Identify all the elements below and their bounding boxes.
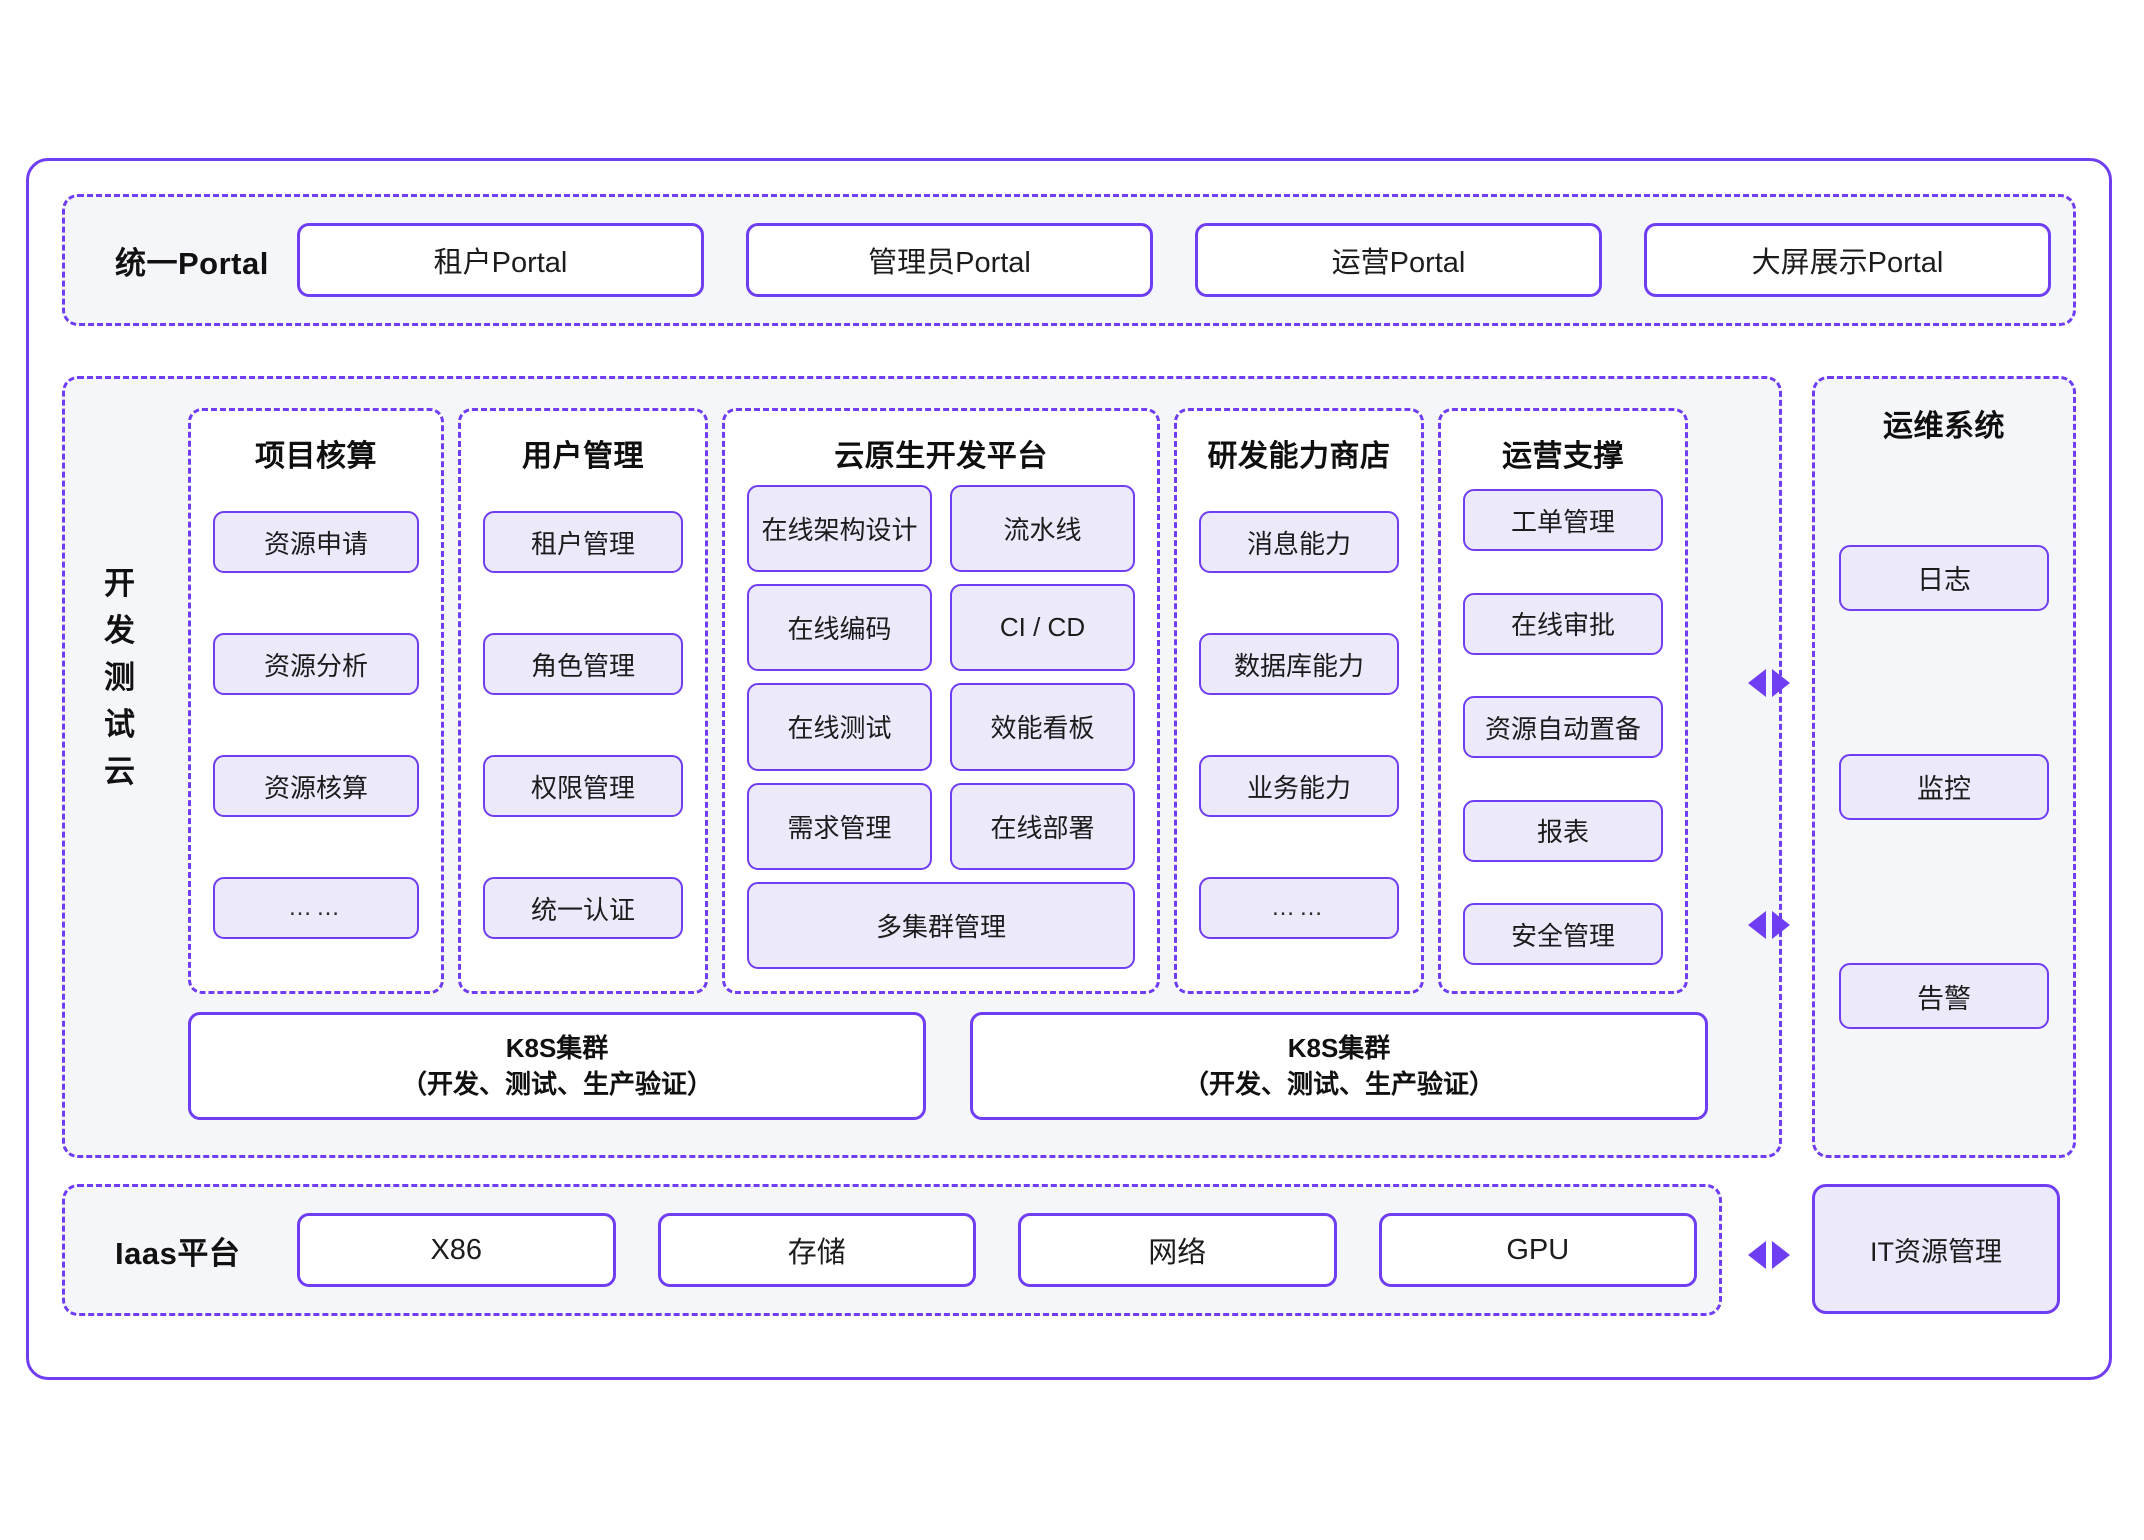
chip-report[interactable]: 报表 xyxy=(1463,799,1663,862)
portal-item-tenant[interactable]: 租户Portal xyxy=(297,223,704,297)
chip-monitoring[interactable]: 监控 xyxy=(1839,753,2049,820)
ops-system-title: 运维系统 xyxy=(1883,410,2005,443)
iaas-items: X86 存储 网络 GPU xyxy=(297,1213,1697,1287)
chip-ticket-management[interactable]: 工单管理 xyxy=(1463,489,1663,551)
column-title-user-management: 用户管理 xyxy=(522,440,644,473)
chip-resource-analysis[interactable]: 资源分析 xyxy=(213,633,419,695)
k8s-cluster-box-1-line2: （开发、测试、生产验证） xyxy=(400,1069,713,1099)
k8s-cluster-box-1[interactable]: K8S集群 （开发、测试、生产验证） xyxy=(188,1012,926,1120)
chip-pipeline[interactable]: 流水线 xyxy=(950,485,1135,573)
chip-online-architecture-design[interactable]: 在线架构设计 xyxy=(747,485,932,573)
column-title-operation-support: 运营支撑 xyxy=(1502,440,1624,473)
arrow-right-icon xyxy=(1772,911,1790,939)
chip-ci-cd[interactable]: CI / CD xyxy=(950,584,1135,672)
chip-resource-accounting[interactable]: 资源核算 xyxy=(213,755,419,817)
bidirectional-arrow-icon-lower xyxy=(1744,910,1794,940)
column-rnd-capability-store: 研发能力商店 消息能力 数据库能力 业务能力 …… xyxy=(1174,408,1424,994)
dev-test-cloud-label-char-1: 开 xyxy=(104,566,136,601)
column-body-cloud-native-platform: 在线架构设计 流水线 在线编码 CI / CD 在线测试 效能看板 需求管理 在… xyxy=(747,481,1135,969)
dev-test-cloud-label-char-3: 测 xyxy=(104,660,136,695)
column-title-project-accounting: 项目核算 xyxy=(255,440,377,473)
dev-test-cloud-label: 开 发 测 试 云 xyxy=(90,560,150,795)
column-body-rnd-capability-store: 消息能力 数据库能力 业务能力 …… xyxy=(1199,481,1399,969)
chip-database-capability[interactable]: 数据库能力 xyxy=(1199,633,1399,695)
chip-more-project-accounting[interactable]: …… xyxy=(213,877,419,939)
chip-multi-cluster-management[interactable]: 多集群管理 xyxy=(747,881,1135,969)
column-body-operation-support: 工单管理 在线审批 资源自动置备 报表 安全管理 xyxy=(1463,481,1663,969)
chip-unified-auth[interactable]: 统一认证 xyxy=(483,877,683,939)
ops-system-panel: 运维系统 日志 监控 告警 xyxy=(1812,376,2076,1158)
chip-alert[interactable]: 告警 xyxy=(1839,963,2049,1030)
column-operation-support: 运营支撑 工单管理 在线审批 资源自动置备 报表 安全管理 xyxy=(1438,408,1688,994)
capability-columns: 项目核算 资源申请 资源分析 资源核算 …… 用户管理 租户管理 角色管理 权限… xyxy=(188,408,1708,994)
chip-business-capability[interactable]: 业务能力 xyxy=(1199,755,1399,817)
chip-security-management[interactable]: 安全管理 xyxy=(1463,903,1663,965)
k8s-cluster-box-2-line1: K8S集群 xyxy=(1287,1033,1391,1063)
portal-item-admin[interactable]: 管理员Portal xyxy=(746,223,1153,297)
column-title-rnd-capability-store: 研发能力商店 xyxy=(1207,440,1391,473)
chip-online-testing[interactable]: 在线测试 xyxy=(747,683,932,771)
k8s-cluster-row: K8S集群 （开发、测试、生产验证） K8S集群 （开发、测试、生产验证） xyxy=(188,1012,1708,1120)
portal-item-bigscreen[interactable]: 大屏展示Portal xyxy=(1644,223,2051,297)
chip-log[interactable]: 日志 xyxy=(1839,544,2049,611)
column-user-management: 用户管理 租户管理 角色管理 权限管理 统一认证 xyxy=(458,408,708,994)
iaas-layer: Iaas平台 X86 存储 网络 GPU xyxy=(62,1184,1722,1316)
arrow-left-icon xyxy=(1748,911,1766,939)
chip-role-management[interactable]: 角色管理 xyxy=(483,633,683,695)
bidirectional-arrow-icon-iaas xyxy=(1744,1240,1794,1270)
chip-resource-apply[interactable]: 资源申请 xyxy=(213,511,419,573)
ops-system-items: 日志 监控 告警 xyxy=(1839,445,2049,1125)
dev-test-cloud-label-char-5: 云 xyxy=(104,754,136,789)
k8s-cluster-box-2[interactable]: K8S集群 （开发、测试、生产验证） xyxy=(970,1012,1708,1120)
chip-auto-resource-provisioning[interactable]: 资源自动置备 xyxy=(1463,696,1663,758)
dev-test-cloud-label-char-2: 发 xyxy=(104,613,136,648)
bidirectional-arrow-icon-upper xyxy=(1744,668,1794,698)
arrow-left-icon xyxy=(1748,669,1766,697)
iaas-item-x86[interactable]: X86 xyxy=(297,1213,616,1287)
iaas-layer-label: Iaas平台 xyxy=(115,1235,241,1271)
chip-message-capability[interactable]: 消息能力 xyxy=(1199,511,1399,573)
chip-online-deployment[interactable]: 在线部署 xyxy=(950,782,1135,870)
chip-online-approval[interactable]: 在线审批 xyxy=(1463,592,1663,655)
iaas-item-network[interactable]: 网络 xyxy=(1018,1213,1337,1287)
dev-test-cloud-label-char-4: 试 xyxy=(104,707,136,742)
portal-layer: 统一Portal 租户Portal 管理员Portal 运营Portal 大屏展… xyxy=(62,194,2076,326)
column-body-user-management: 租户管理 角色管理 权限管理 统一认证 xyxy=(483,481,683,969)
arrow-left-icon xyxy=(1748,1241,1766,1269)
arrow-right-icon xyxy=(1772,1241,1790,1269)
chip-permission-management[interactable]: 权限管理 xyxy=(483,755,683,817)
column-body-project-accounting: 资源申请 资源分析 资源核算 …… xyxy=(213,481,419,969)
portal-layer-label: 统一Portal xyxy=(115,245,269,281)
iaas-item-storage[interactable]: 存储 xyxy=(657,1213,976,1287)
k8s-cluster-box-1-line1: K8S集群 xyxy=(505,1033,609,1063)
chip-requirement-management[interactable]: 需求管理 xyxy=(747,782,932,870)
iaas-item-gpu[interactable]: GPU xyxy=(1378,1213,1697,1287)
it-resource-management-box[interactable]: IT资源管理 xyxy=(1812,1184,2060,1314)
portal-items: 租户Portal 管理员Portal 运营Portal 大屏展示Portal xyxy=(297,223,2051,297)
column-cloud-native-platform: 云原生开发平台 在线架构设计 流水线 在线编码 CI / CD 在线测试 效能看… xyxy=(722,408,1160,994)
chip-online-coding[interactable]: 在线编码 xyxy=(747,584,932,672)
column-project-accounting: 项目核算 资源申请 资源分析 资源核算 …… xyxy=(188,408,444,994)
column-title-cloud-native-platform: 云原生开发平台 xyxy=(834,440,1048,473)
portal-item-operation[interactable]: 运营Portal xyxy=(1195,223,1602,297)
chip-more-rnd-capability[interactable]: …… xyxy=(1199,877,1399,939)
arrow-right-icon xyxy=(1772,669,1790,697)
chip-tenant-management[interactable]: 租户管理 xyxy=(483,511,683,573)
k8s-cluster-box-2-line2: （开发、测试、生产验证） xyxy=(1182,1069,1495,1099)
chip-efficiency-board[interactable]: 效能看板 xyxy=(950,683,1135,771)
